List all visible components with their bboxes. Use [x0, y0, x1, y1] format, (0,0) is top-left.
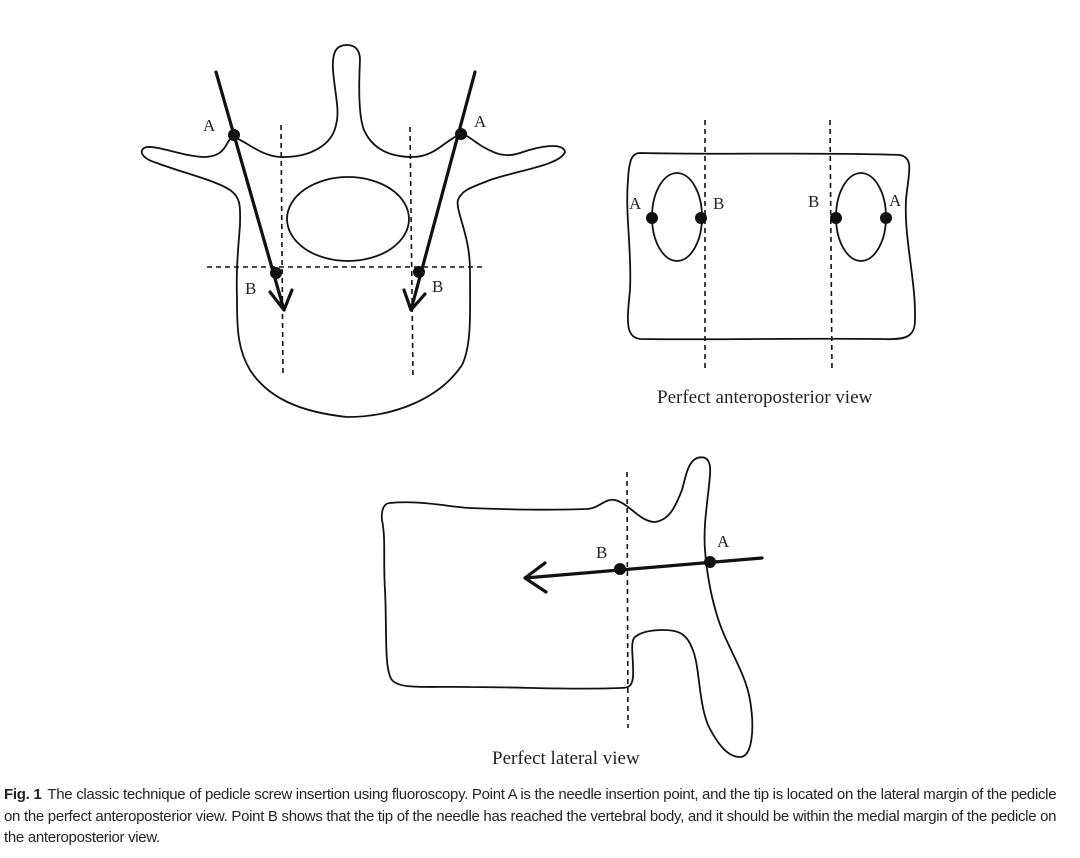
lateral-needle-arrow — [523, 556, 764, 594]
ap-pedicle-left — [651, 172, 703, 262]
lateral-label-a: A — [717, 532, 730, 551]
point-b-right — [413, 266, 425, 278]
point-a-left — [228, 129, 240, 141]
figure-label: Fig. 1 — [4, 786, 42, 803]
dashed-line-left-medial — [280, 124, 284, 377]
point-b-left — [270, 267, 282, 279]
figure-caption-text: The classic technique of pedicle screw i… — [4, 786, 1057, 846]
lateral-label-b: B — [596, 543, 607, 562]
lateral-dashed-line — [626, 471, 629, 729]
vertebral-foramen — [286, 176, 410, 262]
lateral-view: B A Perfect lateral view — [380, 456, 764, 769]
ap-vertebral-body-outline — [626, 152, 916, 341]
ap-label-b-right: B — [808, 192, 819, 211]
lateral-point-a — [704, 556, 716, 568]
ap-view-title: Perfect anteroposterior view — [657, 387, 873, 408]
label-b-left: B — [245, 279, 256, 298]
axial-vertebra-view: A A B B — [140, 44, 566, 418]
point-a-right — [455, 128, 467, 140]
ap-label-a-right: A — [889, 191, 902, 210]
label-a-right: A — [474, 112, 487, 131]
ap-label-a-left: A — [629, 194, 642, 213]
ap-label-b-left: B — [713, 194, 724, 213]
ap-point-b-left — [695, 212, 707, 224]
label-b-right: B — [432, 277, 443, 296]
lateral-view-title: Perfect lateral view — [492, 748, 640, 769]
ap-point-a-right — [880, 212, 892, 224]
ap-view: A B B A Perfect anteroposterior view — [626, 119, 916, 408]
ap-point-b-right — [830, 212, 842, 224]
dashed-line-right-medial — [409, 126, 414, 377]
lateral-vertebra-outline — [380, 456, 754, 758]
vertebra-outline — [140, 44, 566, 418]
lateral-point-b — [614, 563, 626, 575]
label-a-left: A — [203, 116, 216, 135]
ap-pedicle-right — [835, 172, 887, 262]
ap-point-a-left — [646, 212, 658, 224]
ap-dashed-line-right — [829, 119, 833, 373]
